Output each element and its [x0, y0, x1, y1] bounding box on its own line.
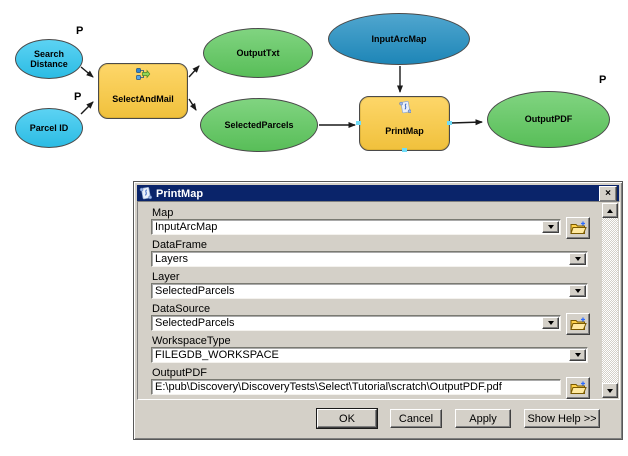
apply-button[interactable]: Apply [455, 409, 511, 428]
combobox-value: FILEGDB_WORKSPACE [155, 349, 279, 361]
node-label: Search Distance [30, 48, 68, 69]
combobox-value: InputArcMap [155, 221, 218, 233]
open-folder-icon [569, 317, 587, 331]
vertical-scrollbar[interactable] [602, 203, 618, 398]
layer-combobox[interactable]: SelectedParcels [151, 283, 588, 299]
chevron-down-icon [547, 321, 554, 325]
dropdown-button[interactable] [542, 221, 559, 233]
connector-selectandmail-selectedparcels [188, 98, 197, 111]
datasource-browse-button[interactable] [566, 313, 590, 335]
connector-arrows [80, 65, 483, 128]
node-search-distance[interactable]: Search Distance [15, 39, 83, 79]
script-icon [139, 187, 152, 200]
node-label: InputArcMap [371, 33, 427, 44]
scroll-up-button[interactable] [602, 203, 618, 218]
selection-handle [447, 121, 452, 125]
dialog-title: PrintMap [156, 187, 204, 200]
field-label-dataframe: DataFrame [152, 239, 208, 251]
chevron-down-icon [547, 225, 554, 229]
scroll-down-icon [607, 388, 613, 393]
combobox-value: Layers [155, 253, 189, 265]
button-label: Show Help >> [527, 412, 597, 425]
button-label: Apply [469, 412, 497, 425]
selection-handle [356, 121, 361, 125]
dropdown-button[interactable] [569, 253, 586, 265]
open-folder-icon [569, 381, 587, 395]
node-select-and-mail[interactable]: SelectAndMail [98, 63, 188, 119]
close-icon: × [605, 187, 611, 199]
node-label: PrintMap [385, 125, 424, 136]
node-output-txt[interactable]: OutputTxt [203, 28, 313, 78]
chevron-down-icon [574, 289, 581, 293]
close-button[interactable]: × [599, 185, 617, 202]
dropdown-button[interactable] [569, 285, 586, 297]
node-label: SelectAndMail [112, 93, 174, 104]
connector-selectandmail-outputtxt [188, 65, 200, 78]
button-label: OK [339, 412, 355, 425]
scroll-up-icon [607, 208, 613, 213]
connector-parcelid-selectandmail [80, 101, 94, 115]
map-browse-button[interactable] [566, 217, 590, 239]
node-input-arc-map[interactable]: InputArcMap [328, 13, 470, 65]
chevron-down-icon [574, 257, 581, 261]
node-parcel-id[interactable]: Parcel ID [15, 108, 83, 148]
field-label-outputpdf: OutputPDF [152, 367, 208, 379]
dropdown-button[interactable] [569, 349, 586, 361]
ok-button[interactable]: OK [316, 408, 378, 429]
outputpdf-input[interactable]: E:\pub\Discovery\DiscoveryTests\Select\T… [151, 379, 561, 395]
parameter-marker: P [76, 25, 84, 37]
selection-handle [402, 148, 407, 152]
workspacetype-combobox[interactable]: FILEGDB_WORKSPACE [151, 347, 588, 363]
node-selected-parcels[interactable]: SelectedParcels [200, 98, 318, 152]
show-help-button[interactable]: Show Help >> [524, 409, 600, 428]
button-label: Cancel [398, 412, 434, 425]
dialog-button-row: OK Cancel Apply Show Help >> [316, 408, 600, 429]
parameter-panel: Map InputArcMap DataFrame Layers [137, 201, 620, 400]
node-label: OutputPDF [524, 114, 573, 125]
node-label: OutputTxt [236, 47, 280, 58]
cancel-button[interactable]: Cancel [390, 409, 442, 428]
node-print-map[interactable]: PrintMap [359, 96, 450, 151]
combobox-value: SelectedParcels [155, 317, 235, 329]
model-icon [136, 68, 151, 82]
dialog-titlebar[interactable]: PrintMap × [137, 185, 619, 202]
connector-printmap-outputpdf [450, 119, 483, 126]
field-label-datasource: DataSource [152, 303, 211, 315]
chevron-down-icon [574, 353, 581, 357]
parameter-marker: P [599, 74, 607, 86]
input-value: E:\pub\Discovery\DiscoveryTests\Select\T… [155, 381, 502, 393]
node-output-pdf[interactable]: OutputPDF [487, 91, 610, 148]
printmap-dialog: PrintMap × Map InputArcMap [133, 181, 623, 440]
node-label: SelectedParcels [224, 119, 294, 130]
modelbuilder-canvas: P P P Search Distance Parcel ID SelectAn… [0, 0, 628, 180]
field-label-layer: Layer [152, 271, 180, 283]
script-icon [398, 101, 411, 116]
combobox-value: SelectedParcels [155, 285, 235, 297]
scroll-down-button[interactable] [602, 383, 618, 398]
open-folder-icon [569, 221, 587, 235]
dropdown-button[interactable] [542, 317, 559, 329]
outputpdf-browse-button[interactable] [566, 377, 590, 399]
map-combobox[interactable]: InputArcMap [151, 219, 561, 235]
parameter-marker: P [74, 91, 82, 103]
field-label-map: Map [152, 207, 174, 219]
dataframe-combobox[interactable]: Layers [151, 251, 588, 267]
datasource-combobox[interactable]: SelectedParcels [151, 315, 561, 331]
node-label: Parcel ID [29, 122, 69, 133]
connector-searchdistance-selectandmail [80, 66, 94, 78]
field-label-workspacetype: WorkspaceType [152, 335, 231, 347]
